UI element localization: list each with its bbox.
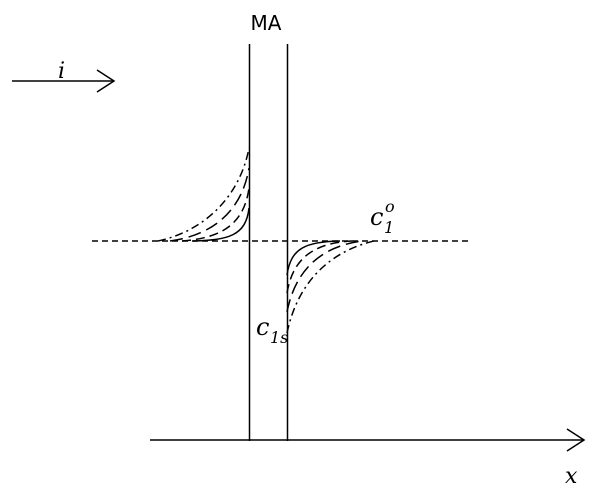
svg-text:o: o <box>385 197 395 216</box>
current-label: i <box>58 59 65 84</box>
svg-text:1: 1 <box>384 218 394 237</box>
right-profile-solid <box>286 240 341 276</box>
membrane <box>248 44 289 441</box>
svg-text:1s: 1s <box>270 328 288 347</box>
left-profile-dashdot <box>157 147 250 242</box>
left-profiles <box>157 147 250 242</box>
right-profile-dashed-short <box>286 240 353 294</box>
x-axis-label: x <box>565 464 578 489</box>
right-profiles <box>286 240 375 334</box>
left-profile-solid <box>192 207 250 242</box>
svg-text:c: c <box>256 313 269 341</box>
svg-text:c: c <box>370 203 383 231</box>
left-profile-dashed-short <box>181 187 250 242</box>
left-profile-dashed-long <box>169 167 250 242</box>
current-arrow <box>12 69 116 93</box>
membrane-label: MA <box>251 11 282 35</box>
surface-concentration-label: c 1s <box>256 313 288 347</box>
right-profile-dashed-long <box>286 240 363 313</box>
bulk-concentration-label: c 1 o <box>370 197 395 237</box>
x-axis <box>150 428 586 452</box>
right-profile-dashdot <box>286 240 375 334</box>
